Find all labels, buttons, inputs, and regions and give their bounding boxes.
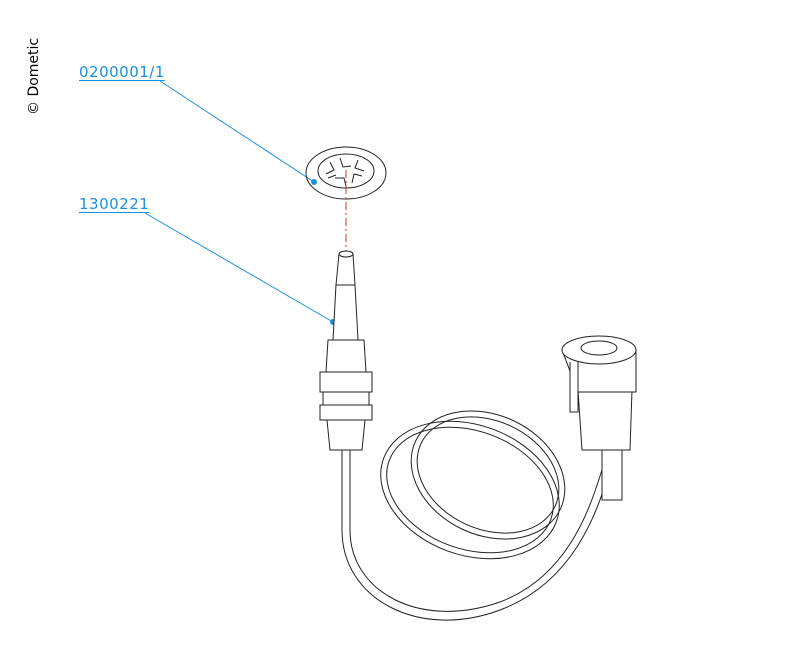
thermocouple (319, 250, 637, 621)
part-number-link-thermocouple[interactable]: 1300221 (79, 195, 150, 213)
callout-leader-thermocouple (144, 212, 336, 325)
callout-leader-washer (159, 80, 317, 185)
part-number-link-washer[interactable]: 0200001/1 (79, 63, 165, 81)
